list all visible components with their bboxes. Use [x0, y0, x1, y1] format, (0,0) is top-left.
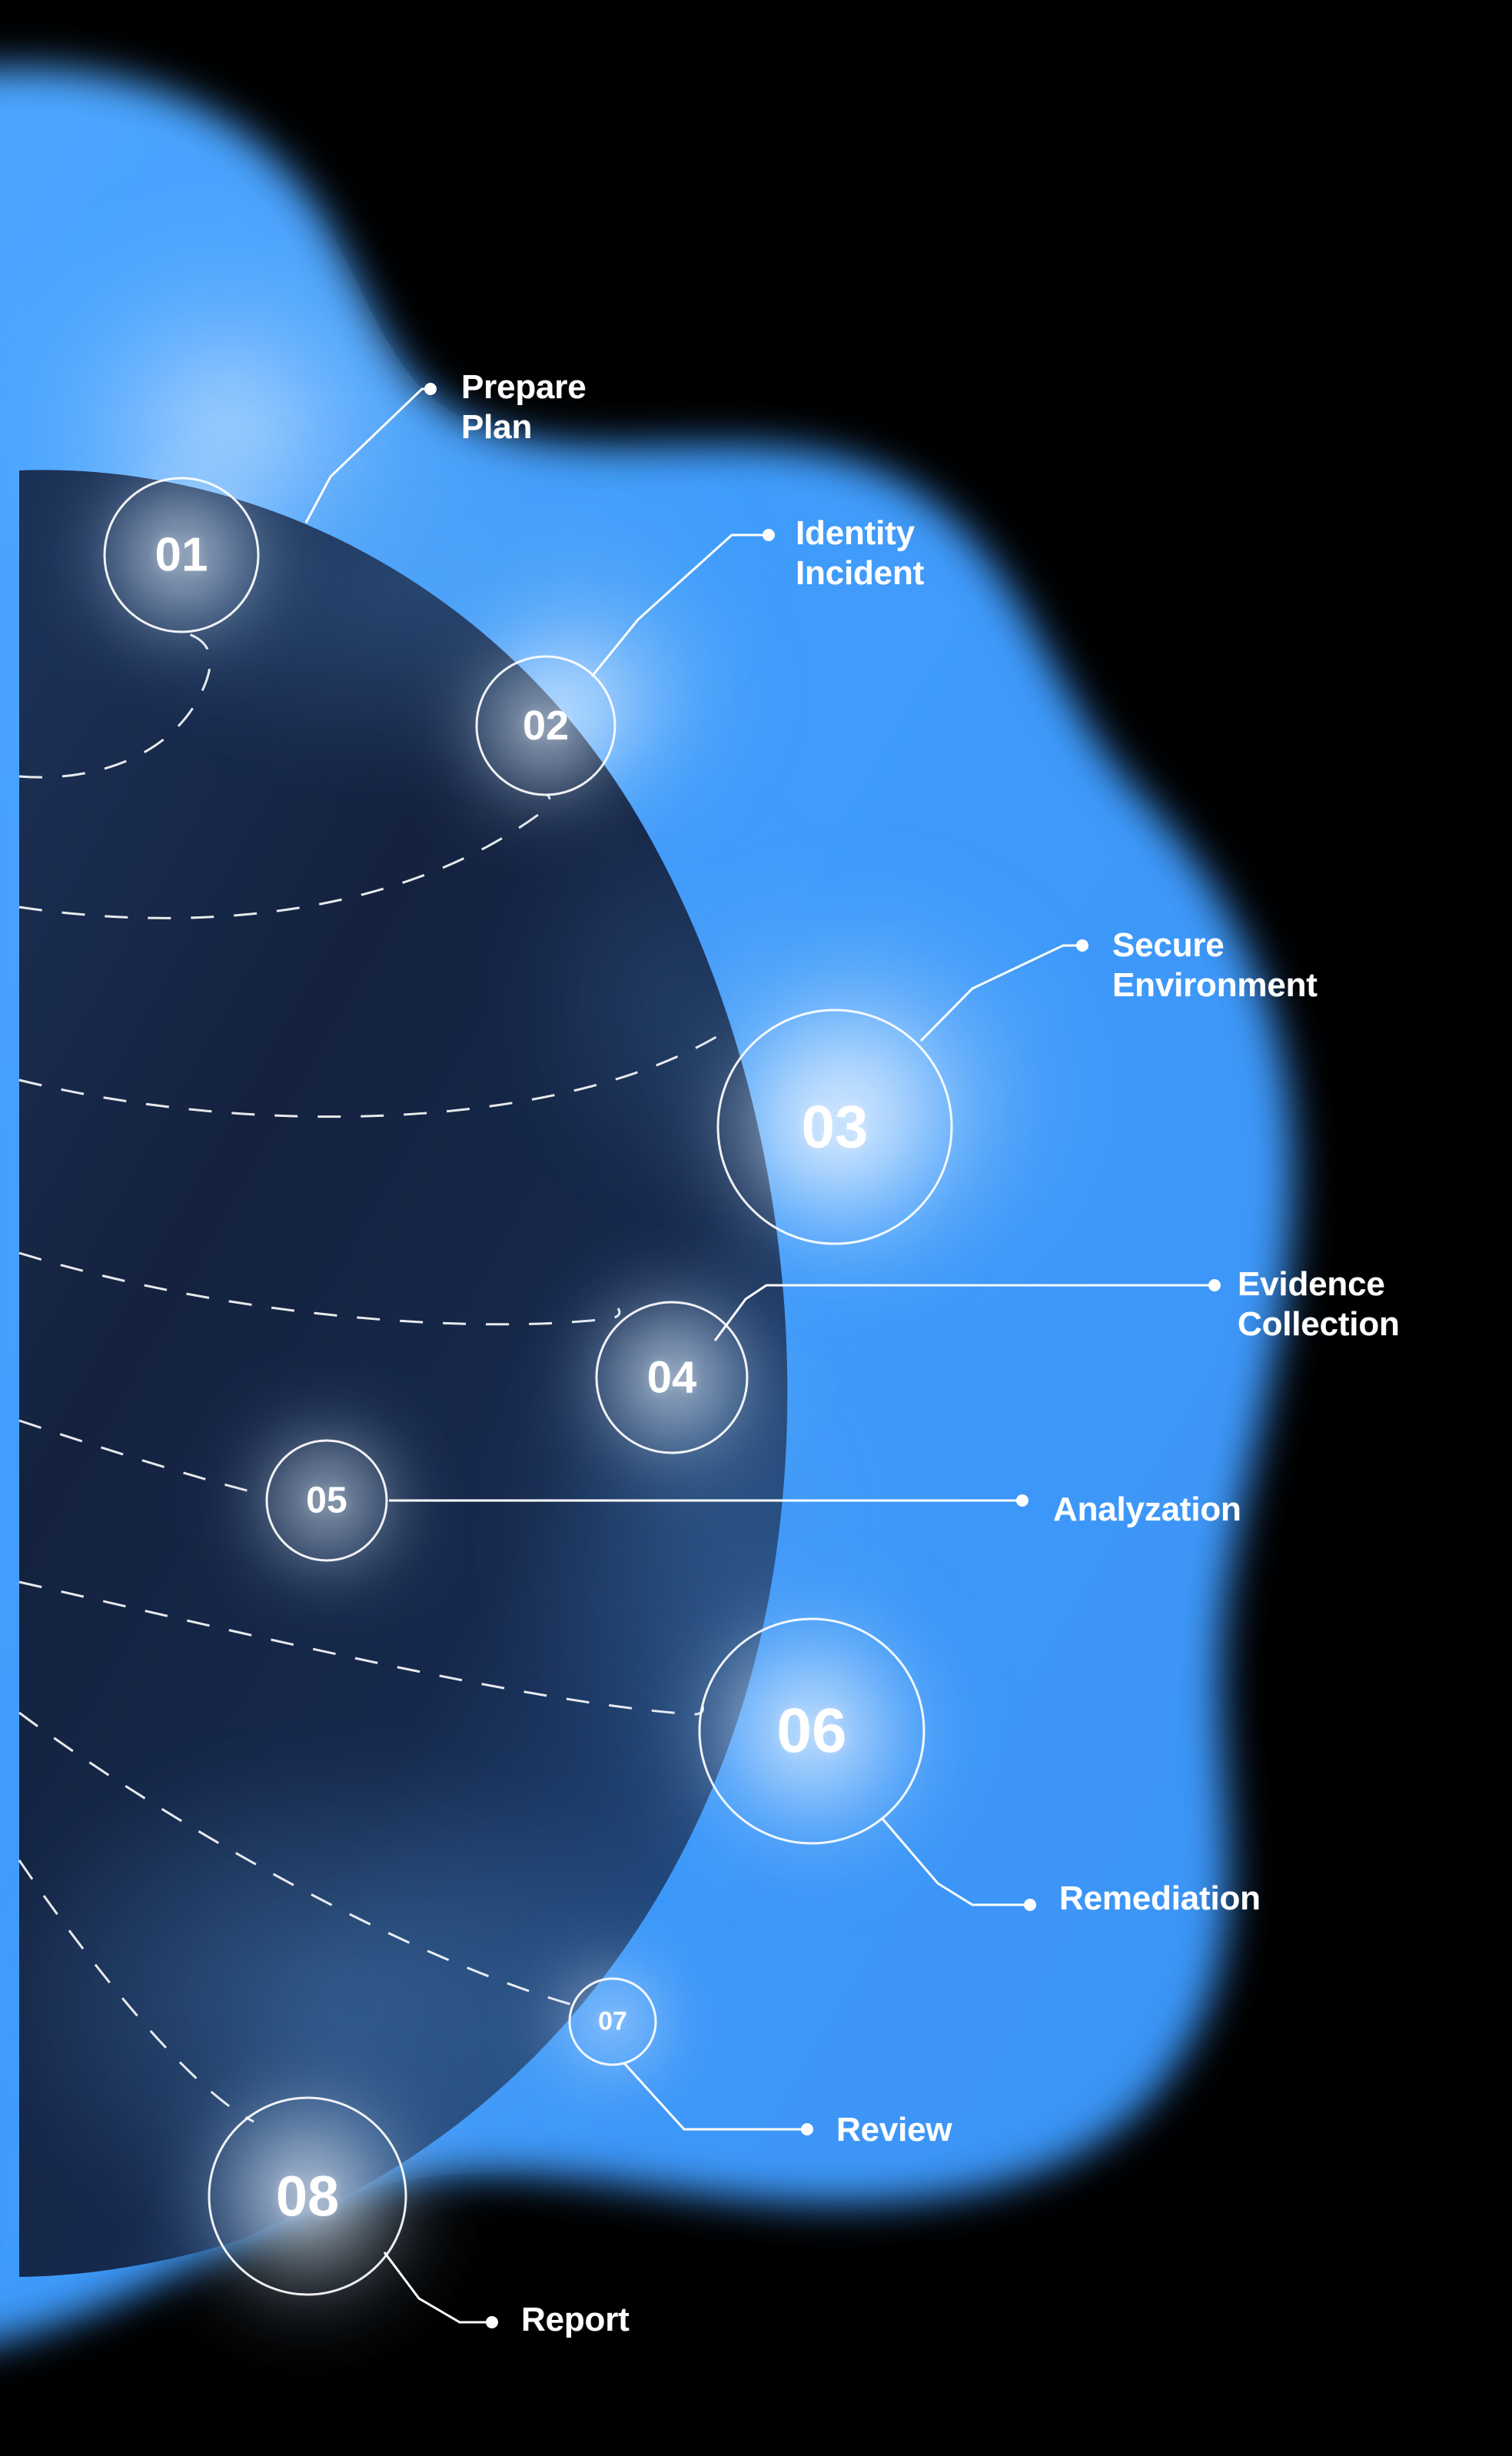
- leader-dot-07: [801, 2123, 813, 2135]
- dashed-connector-7: [18, 1711, 580, 2006]
- leader-line-02: [590, 533, 769, 677]
- leader-dot-03: [1076, 939, 1088, 952]
- dashed-connector-3: [18, 1021, 726, 1118]
- step-glow-01: [66, 440, 297, 670]
- step-circle-group: [103, 477, 953, 2296]
- step-glow-07: [540, 1949, 686, 2095]
- step-glow-06: [654, 1574, 969, 1889]
- step-glow-04: [557, 1262, 787, 1493]
- step-label-08[interactable]: Report: [521, 2301, 630, 2338]
- leader-dot-02: [763, 529, 775, 541]
- step-circle-06[interactable]: [698, 1617, 925, 1845]
- leader-line-group: [304, 387, 1215, 2324]
- leader-dot-group: [424, 383, 1221, 2328]
- step-circle-02[interactable]: [475, 655, 616, 796]
- step-label-04[interactable]: Evidence Collection: [1238, 1265, 1400, 1343]
- step-circle-04[interactable]: [595, 1301, 749, 1454]
- leader-dot-06: [1024, 1899, 1036, 1911]
- leader-line-04: [713, 1284, 1215, 1341]
- leader-line-08: [383, 2252, 492, 2324]
- step-label-03[interactable]: Secure Environment: [1112, 926, 1318, 1004]
- step-glow-02: [438, 618, 653, 833]
- leader-dot-08: [486, 2316, 498, 2328]
- step-label-02[interactable]: Identity Incident: [796, 514, 925, 592]
- leader-line-07: [623, 2062, 807, 2131]
- step-circle-07[interactable]: [568, 1977, 657, 2066]
- step-glow-08: [165, 2054, 450, 2338]
- step-circle-03[interactable]: [716, 1009, 953, 1245]
- step-label-05[interactable]: Analyzation: [1053, 1491, 1241, 1528]
- leader-dot-05: [1016, 1494, 1028, 1507]
- step-circle-08[interactable]: [208, 2096, 407, 2296]
- leader-line-06: [881, 1818, 1030, 1906]
- leader-dot-01: [424, 383, 437, 395]
- step-label-06[interactable]: Remediation: [1059, 1879, 1261, 1917]
- step-circle-05[interactable]: [265, 1439, 388, 1562]
- leader-line-03: [919, 944, 1082, 1042]
- step-label-07[interactable]: Review: [836, 2111, 952, 2149]
- step-circle-01[interactable]: [103, 477, 260, 633]
- step-label-01[interactable]: Prepare Plan: [461, 368, 587, 446]
- leader-dot-04: [1208, 1279, 1221, 1291]
- step-glow-05: [231, 1404, 423, 1597]
